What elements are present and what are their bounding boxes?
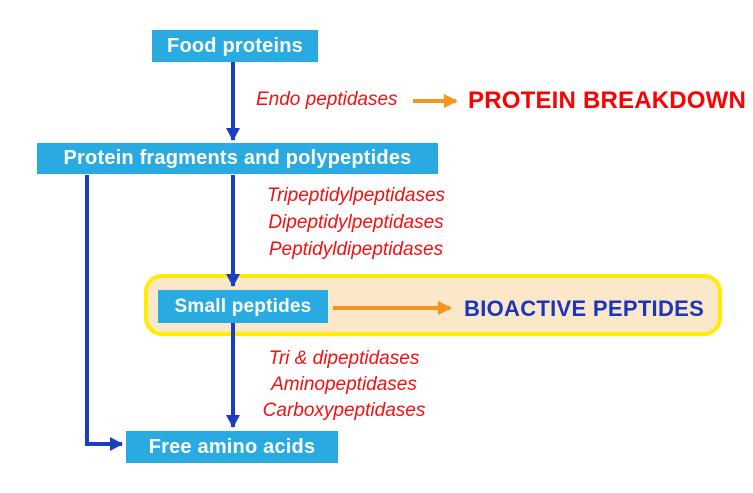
label-stage2-enzymes: Tripeptidylpeptidases Dipeptidylpeptidas… [216, 182, 496, 263]
label-endo-peptidases: Endo peptidases [256, 89, 398, 110]
node-small-peptides: Small peptides [158, 290, 328, 323]
label-tri-and-dipeptidases: Tri & dipeptidases [268, 348, 420, 369]
node-protein-fragments: Protein fragments and polypeptides [37, 143, 438, 174]
callout-protein-breakdown: PROTEIN BREAKDOWN [468, 87, 747, 114]
label-peptidyldipeptidases: Peptidyldipeptidases [268, 239, 444, 260]
label-aminopeptidases: Aminopeptidases [271, 374, 417, 395]
arrow-fragments-to-free-amino-acids [85, 175, 123, 451]
node-free-amino-acids: Free amino acids [126, 431, 338, 463]
label-tripeptidylpeptidases: Tripeptidylpeptidases [266, 185, 446, 206]
callout-bioactive-peptides: BIOACTIVE PEPTIDES [464, 296, 705, 321]
label-carboxypeptidases: Carboxypeptidases [262, 400, 426, 421]
label-stage3-enzymes: Tri & dipeptidases Aminopeptidases Carbo… [204, 346, 484, 424]
label-dipeptidylpeptidases: Dipeptidylpeptidases [268, 212, 444, 233]
node-food-proteins: Food proteins [152, 30, 318, 62]
